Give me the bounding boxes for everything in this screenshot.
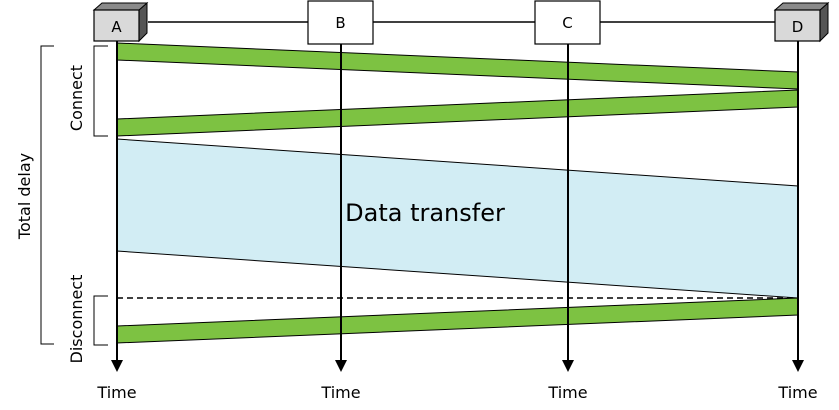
node-c-label: C [562, 14, 572, 32]
disconnect-band [116, 297, 799, 344]
node-d: D [773, 1, 830, 43]
timeline-b-arrowhead [335, 360, 347, 372]
connect-confirm-band [116, 89, 799, 137]
timeline-a-arrowhead [111, 360, 123, 372]
timeline-d-arrowhead [792, 360, 804, 372]
connect-label: Connect [67, 65, 86, 131]
timeline-c-arrowhead [562, 360, 574, 372]
time-label-a: Time [96, 383, 136, 402]
data-transfer-label: Data transfer [345, 199, 505, 227]
total-delay-bracket [40, 45, 54, 345]
node-d-label: D [792, 18, 804, 36]
time-label-c: Time [547, 383, 587, 402]
node-a: A [92, 1, 149, 43]
node-b-label: B [335, 14, 345, 32]
disconnect-bracket [93, 295, 108, 346]
disconnect-label: Disconnect [67, 275, 86, 364]
connect-bracket [93, 45, 108, 137]
node-c: C [534, 0, 601, 45]
time-label-d: Time [777, 383, 817, 402]
node-a-label: A [111, 18, 122, 36]
node-b: B [307, 0, 374, 45]
time-label-b: Time [320, 383, 360, 402]
connect-request-band [116, 42, 799, 90]
total-delay-label: Total delay [15, 153, 34, 240]
